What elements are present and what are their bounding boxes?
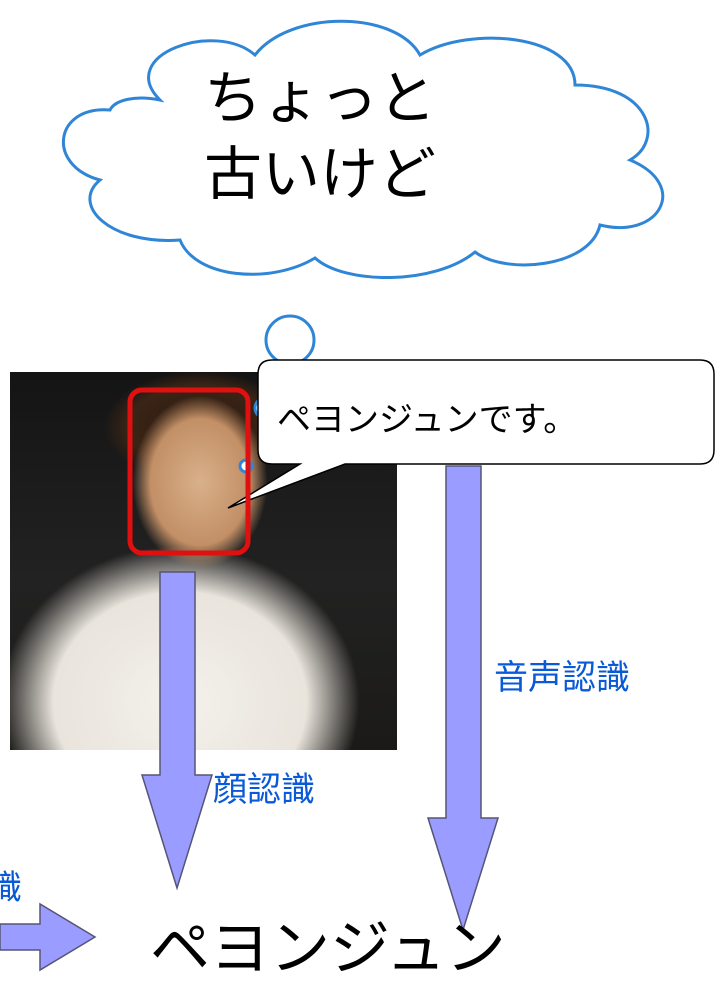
thought-circle-large bbox=[264, 314, 316, 366]
voice-recognition-label: 音声認識 bbox=[494, 658, 630, 698]
speech-bubble-text: ペヨンジュンです。 bbox=[277, 400, 578, 440]
face-recognition-arrow bbox=[140, 571, 214, 891]
speech-bubble bbox=[227, 359, 715, 509]
thought-cloud bbox=[62, 19, 665, 279]
partial-recognition-label: 識 bbox=[0, 868, 22, 908]
face-recognition-label: 顔認識 bbox=[213, 770, 315, 810]
result-name: ペヨンジュン bbox=[150, 914, 506, 984]
left-recognition-arrow bbox=[0, 902, 97, 972]
cloud-line-1: ちょっと bbox=[203, 64, 436, 132]
voice-recognition-arrow bbox=[426, 465, 500, 933]
cloud-line-2: 古いけど bbox=[203, 140, 436, 208]
face-detection-box bbox=[127, 387, 251, 556]
cloud-text: ちょっと 古いけど bbox=[150, 60, 490, 212]
